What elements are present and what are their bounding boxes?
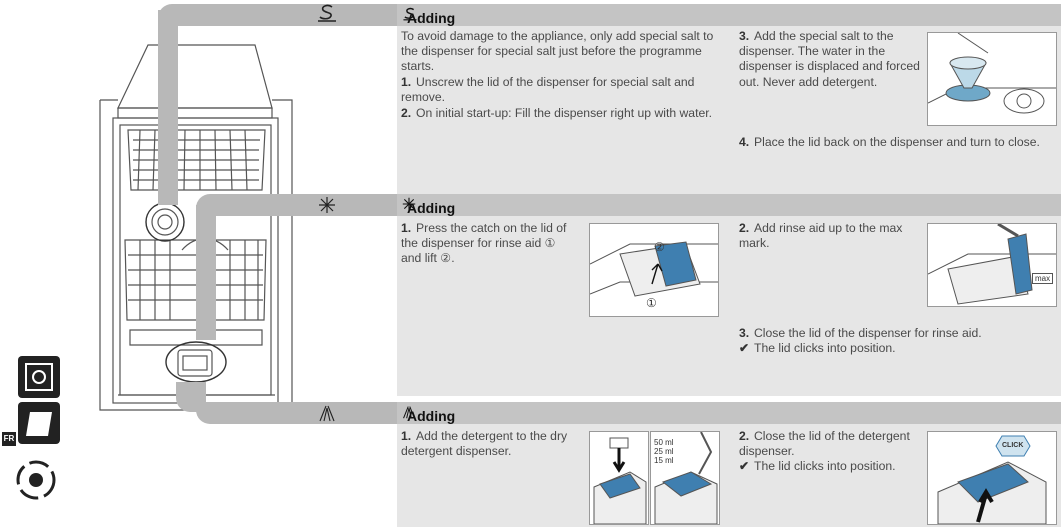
salt-step-2-number: 2. — [401, 106, 412, 120]
rinse-step-1-text: Press the catch on the lid of the dispen… — [401, 221, 567, 266]
salt-step-1-text: Unscrew the lid of the dispenser for spe… — [401, 75, 695, 105]
rinse-step-3: 3. Close the lid of the dispenser for rin… — [739, 326, 1054, 341]
detergent-add-illustration — [589, 431, 649, 525]
salt-band-icon — [316, 4, 338, 27]
detergent-section-header: Adding detergent — [397, 402, 1061, 440]
salt-heading-icon — [403, 7, 417, 21]
detergent-measure-illustration: 50 ml 25 ml 15 ml — [650, 431, 720, 525]
rinse-result-arrow-icon: ✔ — [739, 341, 750, 355]
detergent-result-text: The lid clicks into position. — [754, 459, 896, 473]
detergent-result-arrow-icon: ✔ — [739, 459, 750, 473]
salt-step-4: 4. Place the lid back on the dispenser an… — [739, 135, 1054, 150]
detergent-step-2-text: Close the lid of the detergent dispenser… — [739, 429, 910, 459]
rinse-fill-illustration: max — [927, 222, 1057, 307]
salt-step-3-text: Add the special salt to the dispenser. T… — [739, 29, 920, 89]
rinse-step-2-text: Add rinse aid up to the max mark. — [739, 221, 903, 251]
salt-intro: To avoid damage to the appliance, only a… — [401, 29, 714, 74]
rinse-result: ✔ The lid clicks into position. — [739, 341, 1054, 356]
detergent-result: ✔ The lid clicks into position. — [739, 459, 921, 474]
rinse-step-1: 1.Press the catch on the lid of the disp… — [401, 221, 579, 267]
salt-step-3-number: 3. — [739, 29, 750, 43]
rinse-band-icon — [318, 196, 336, 219]
rinse-marker-1: ① — [646, 296, 657, 310]
detergent-band-icon — [318, 404, 336, 427]
rinse-callout-leader — [196, 205, 216, 340]
detergent-callout-leader — [176, 382, 206, 412]
salt-section-header: Adding special salt — [397, 4, 1061, 58]
language-badge: FR — [2, 432, 16, 446]
salt-fill-illustration — [927, 32, 1057, 126]
detergent-callout-band — [196, 402, 397, 424]
salt-step-1-number: 1. — [401, 75, 412, 89]
salt-callout-band — [158, 4, 397, 26]
salt-step-4-number: 4. — [739, 135, 750, 149]
salt-step-1: 1.Unscrew the lid of the dispenser for s… — [401, 75, 726, 105]
detergent-click-label: CLICK — [1002, 442, 1024, 449]
detergent-heading-icon — [403, 406, 415, 419]
detergent-step-1-text: Add the detergent to the dry detergent d… — [401, 429, 568, 459]
rinse-marker-2: ② — [654, 240, 665, 254]
open-door-icon — [18, 402, 60, 444]
detergent-step-1-number: 1. — [401, 429, 412, 443]
salt-step-4-text: Place the lid back on the dispenser and … — [754, 135, 1040, 149]
salt-step-2: 2. On initial start-up: Fill the dispense… — [401, 106, 726, 121]
rinse-section-header: Adding rinse aid — [397, 194, 1061, 248]
rinse-callout-band — [196, 194, 397, 216]
rinse-step-3-text: Close the lid of the dispenser for rinse… — [754, 326, 982, 340]
wash-spray-icon — [14, 458, 58, 502]
rinse-step-2: 2.Add rinse aid up to the max mark. — [739, 221, 921, 251]
detergent-25ml-label: 25 ml — [654, 447, 674, 456]
rinse-result-text: The lid clicks into position. — [754, 341, 896, 355]
detergent-50ml-label: 50 ml — [654, 438, 674, 447]
rinse-step-2-number: 2. — [739, 221, 750, 235]
salt-step-3: 3.Add the special salt to the dispenser.… — [739, 29, 921, 90]
rinse-max-label: max — [1032, 273, 1054, 284]
side-icon-stack: FR — [0, 350, 70, 510]
rinse-step-1-number: 1. — [401, 221, 412, 235]
language-label: FR — [3, 434, 15, 443]
rinse-step-3-number: 3. — [739, 326, 750, 340]
rinse-open-illustration: ② ① — [589, 223, 719, 317]
detergent-step-2-number: 2. — [739, 429, 750, 443]
appliance-door-icon — [18, 356, 60, 398]
salt-callout-leader — [158, 10, 178, 205]
detergent-step-2: 2.Close the lid of the detergent dispens… — [739, 429, 921, 459]
detergent-step-1: 1.Add the detergent to the dry detergent… — [401, 429, 579, 459]
detergent-close-illustration: CLICK — [927, 431, 1057, 525]
salt-step-2-text: On initial start-up: Fill the dispenser … — [416, 106, 713, 120]
detergent-15ml-label: 15 ml — [654, 456, 674, 465]
rinse-heading-icon — [402, 197, 416, 211]
